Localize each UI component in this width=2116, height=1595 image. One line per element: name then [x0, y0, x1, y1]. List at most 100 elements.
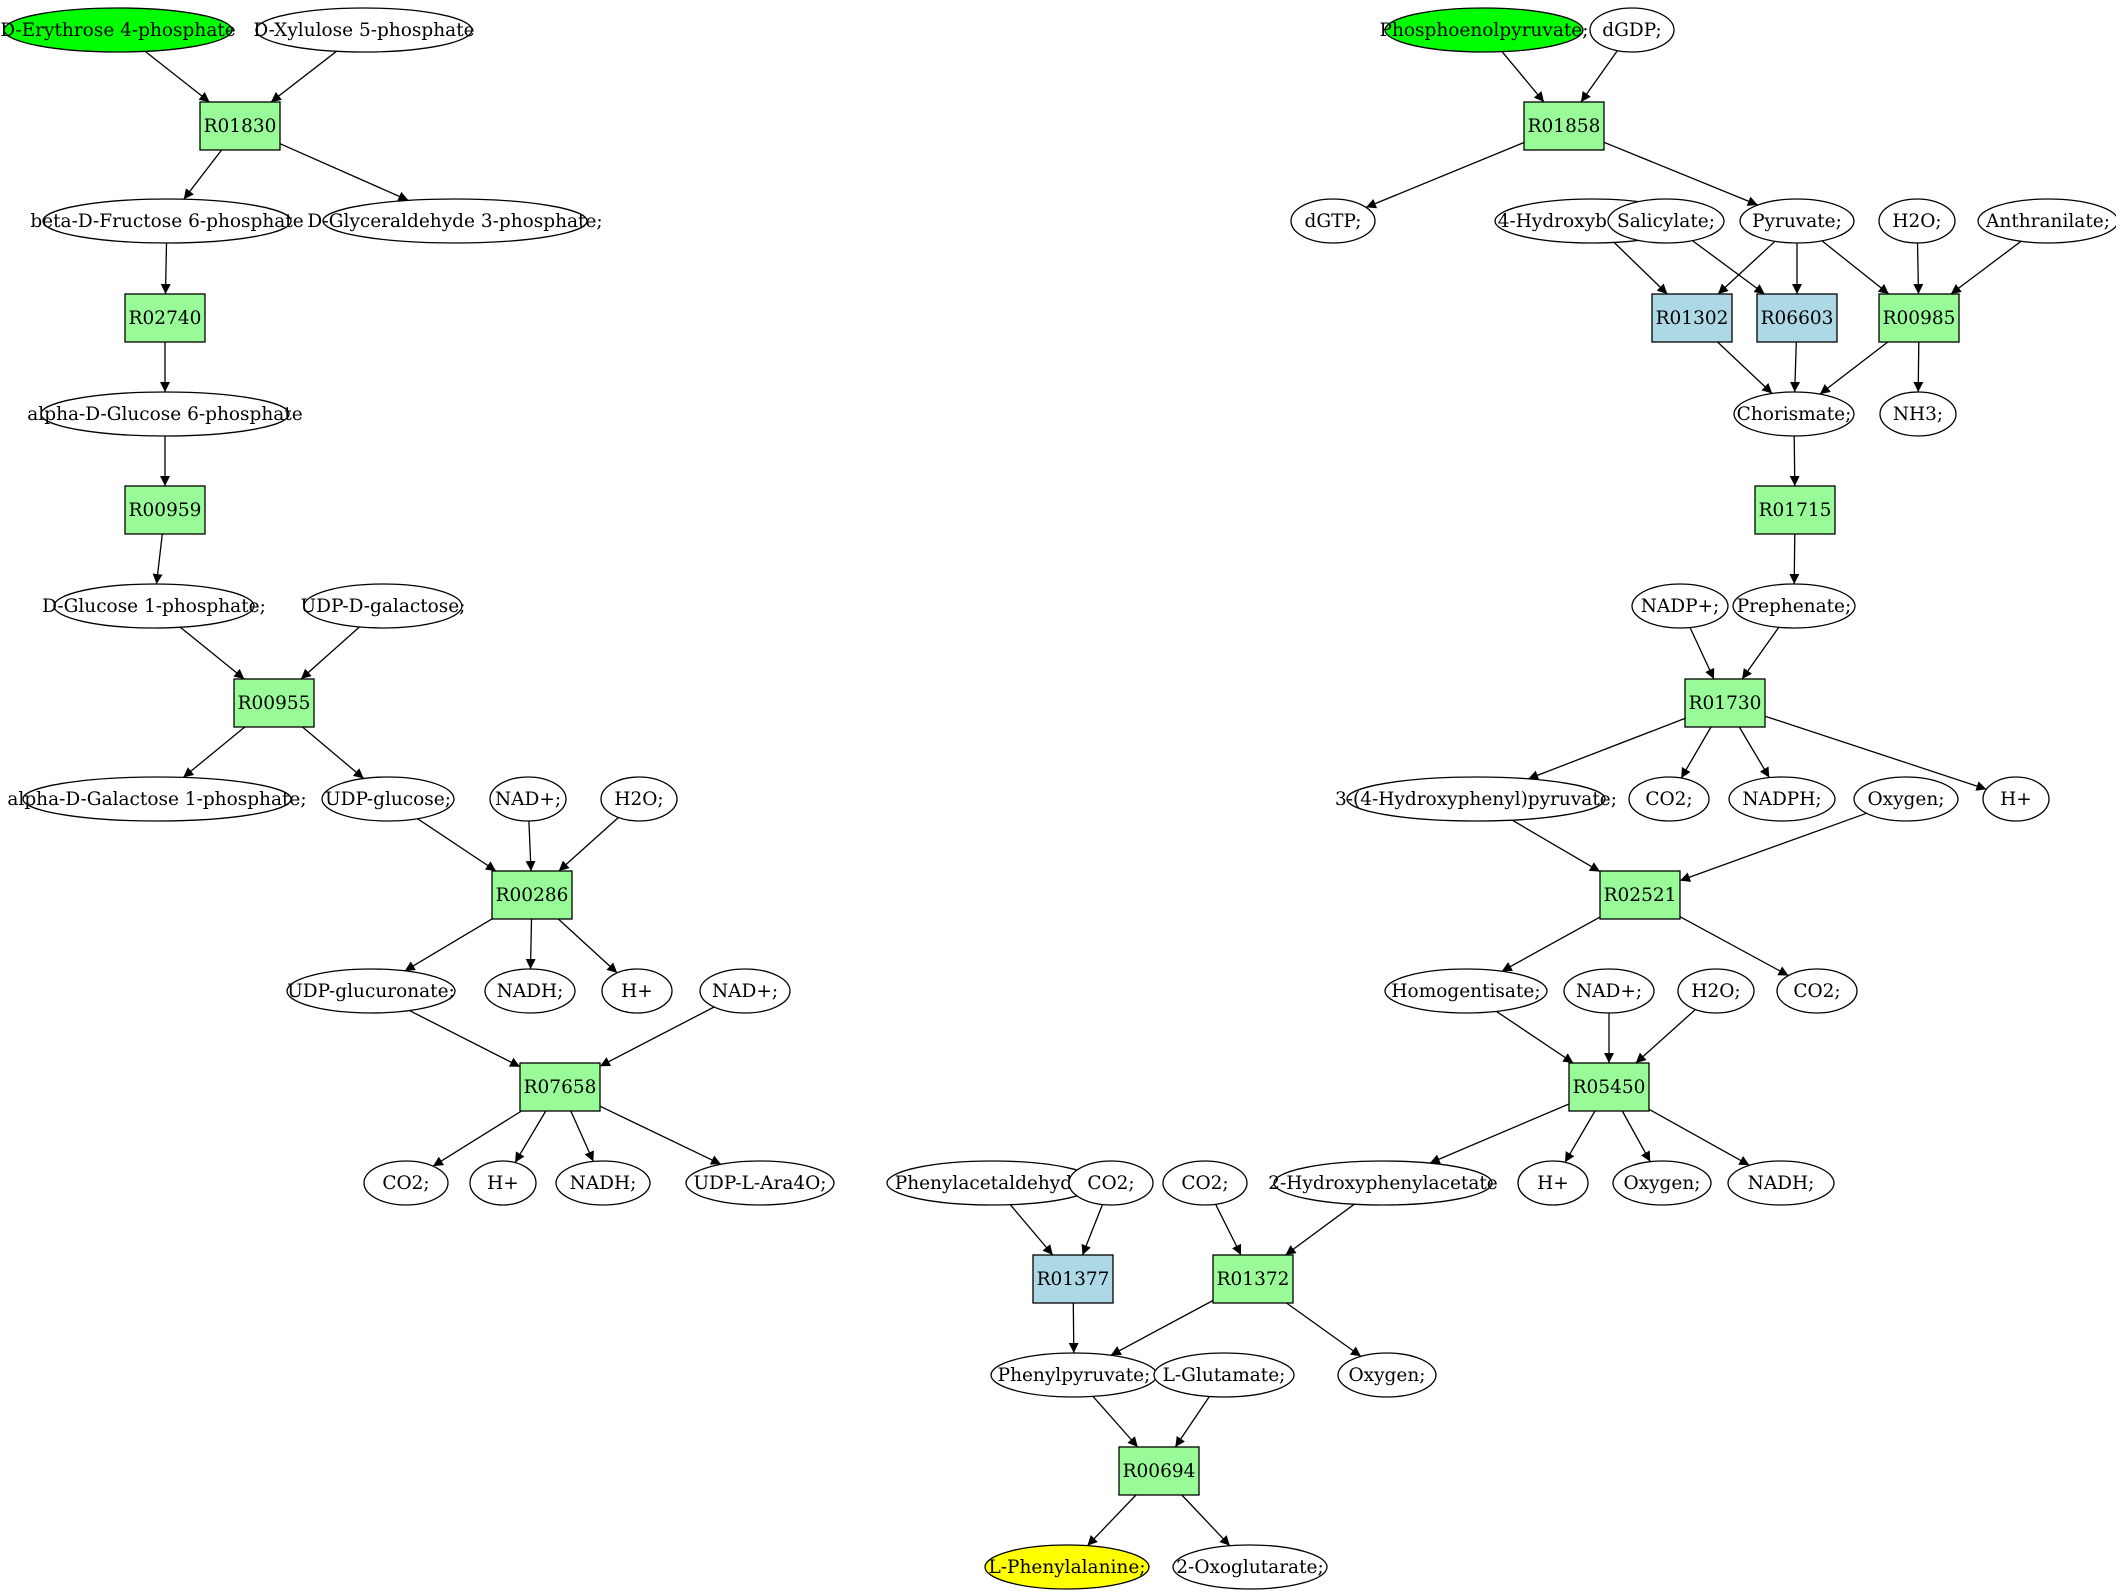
compound-ellipse — [1589, 7, 1675, 53]
compound-node-c44: NADH; — [1727, 1160, 1835, 1206]
edge-r11-to-c31 — [1789, 533, 1800, 585]
edge-r9-to-c28 — [1790, 341, 1801, 393]
reaction-node-r10: R00985 — [1878, 293, 1960, 343]
compound-node-c49: L-Glutamate; — [1153, 1352, 1295, 1398]
edge-c30-to-r12 — [1689, 627, 1715, 680]
compound-ellipse — [1776, 968, 1858, 1014]
node-label: Phenylacetaldehyde; — [895, 1173, 1090, 1194]
compound-node-c15: NAD+; — [699, 968, 791, 1014]
edge-c41-to-r16 — [1285, 1203, 1355, 1256]
compound-ellipse — [1384, 7, 1584, 53]
compound-ellipse — [699, 968, 791, 1014]
edge-r3-to-c6 — [152, 533, 163, 585]
compound-ellipse — [303, 583, 463, 629]
compound-ellipse — [1878, 198, 1956, 244]
node-label: CO2; — [1181, 1173, 1228, 1194]
compound-node-c24: Salicylate; — [1607, 198, 1725, 244]
compound-node-c7: UDP-D-galactose; — [301, 583, 465, 629]
node-label: NADP+; — [1641, 596, 1720, 617]
reaction-box — [124, 485, 206, 535]
compound-node-c48: Phenylpyruvate; — [990, 1352, 1158, 1398]
compound-node-c13: NADH; — [484, 968, 576, 1014]
edge-r16-to-c50 — [1286, 1302, 1362, 1357]
edge-c23-to-r8 — [1613, 241, 1668, 295]
reaction-node-r15: R01377 — [1032, 1254, 1114, 1304]
reaction-box — [1032, 1254, 1114, 1304]
edge-r17-to-c51 — [1086, 1494, 1137, 1547]
node-label: NH3; — [1893, 404, 1943, 425]
node-label: NADH; — [570, 1173, 637, 1194]
compound-ellipse — [555, 1160, 651, 1206]
edge-c25-to-r8 — [1717, 240, 1776, 295]
edge-r16-to-c48 — [1110, 1299, 1214, 1356]
compound-node-c52: 2-Oxoglutarate; — [1172, 1544, 1328, 1590]
compound-ellipse — [363, 1160, 449, 1206]
reaction-box — [233, 678, 315, 728]
node-label: H2O; — [1892, 211, 1941, 232]
compound-node-c42: H+ — [1517, 1160, 1589, 1206]
reaction-box — [491, 870, 573, 920]
node-label: R00955 — [238, 693, 311, 714]
compound-node-c47: CO2; — [1162, 1160, 1248, 1206]
node-label: CO2; — [382, 1173, 429, 1194]
reaction-node-r7: R01858 — [1523, 101, 1605, 151]
compound-node-c20: Phosphoenolpyruvate; — [1380, 7, 1588, 53]
compound-node-c39: H2O; — [1677, 968, 1755, 1014]
node-label: NADPH; — [1742, 789, 1821, 810]
edge-c49-to-r17 — [1174, 1396, 1210, 1448]
edge-r13-to-c37 — [1501, 916, 1601, 972]
reaction-box — [1651, 293, 1733, 343]
compound-node-c37: Homogentisate; — [1384, 968, 1548, 1014]
compound-ellipse — [1612, 1160, 1712, 1206]
edge-r14-to-c42 — [1564, 1110, 1596, 1163]
reaction-box — [1754, 485, 1836, 535]
compound-ellipse — [22, 776, 292, 822]
edge-r14-to-c44 — [1648, 1108, 1750, 1166]
reaction-node-r11: R01715 — [1754, 485, 1836, 535]
compound-ellipse — [286, 968, 456, 1014]
compound-node-c30: NADP+; — [1631, 583, 1729, 629]
reaction-node-r9: R06603 — [1756, 293, 1838, 343]
edge-r7-to-c25 — [1603, 141, 1759, 206]
edge-c3-to-r2 — [160, 242, 171, 295]
reaction-node-r13: R02521 — [1599, 870, 1681, 920]
node-label: NAD+; — [1576, 981, 1642, 1002]
compound-ellipse — [1517, 1160, 1589, 1206]
compound-ellipse — [1607, 198, 1725, 244]
node-label: R01730 — [1689, 693, 1762, 714]
compound-node-c16: CO2; — [363, 1160, 449, 1206]
node-label: alpha-D-Glucose 6-phosphate — [27, 404, 302, 425]
node-label: R00694 — [1123, 1461, 1196, 1482]
compound-node-c50: Oxygen; — [1337, 1352, 1437, 1398]
edge-c12-to-r6 — [409, 1010, 521, 1068]
compound-ellipse — [1853, 776, 1959, 822]
compound-ellipse — [3, 7, 233, 53]
node-label: H+ — [621, 981, 653, 1002]
compound-ellipse — [1162, 1160, 1248, 1206]
node-label: R01858 — [1528, 116, 1601, 137]
edge-r13-to-c40 — [1679, 916, 1789, 977]
compound-node-c28: Chorismate; — [1733, 391, 1855, 437]
node-label: CO2; — [1645, 789, 1692, 810]
edge-r12-to-c32 — [1527, 717, 1686, 780]
compound-node-c32: 3-(4-Hydroxyphenyl)pyruvate; — [1335, 776, 1617, 822]
edge-c28-to-r11 — [1789, 435, 1800, 487]
node-label: Salicylate; — [1617, 211, 1715, 232]
compound-node-c2: D-Xylulose 5-phosphate — [253, 7, 475, 53]
node-label: H2O; — [1691, 981, 1740, 1002]
compound-ellipse — [489, 776, 567, 822]
compound-ellipse — [1153, 1352, 1295, 1398]
node-label: H2O; — [614, 789, 663, 810]
edge-c26-to-r10 — [1913, 242, 1924, 295]
compound-ellipse — [984, 1544, 1150, 1590]
node-label: R01372 — [1217, 1269, 1290, 1290]
edge-c37-to-r14 — [1496, 1010, 1574, 1064]
node-label: R00959 — [129, 500, 202, 521]
compound-node-c35: Oxygen; — [1853, 776, 1959, 822]
edge-c27-to-r10 — [1950, 240, 2022, 295]
node-label: R07658 — [524, 1077, 597, 1098]
node-label: beta-D-Fructose 6-phosphate — [30, 211, 303, 232]
edge-r1-to-c4 — [279, 143, 409, 201]
compound-ellipse — [53, 583, 255, 629]
